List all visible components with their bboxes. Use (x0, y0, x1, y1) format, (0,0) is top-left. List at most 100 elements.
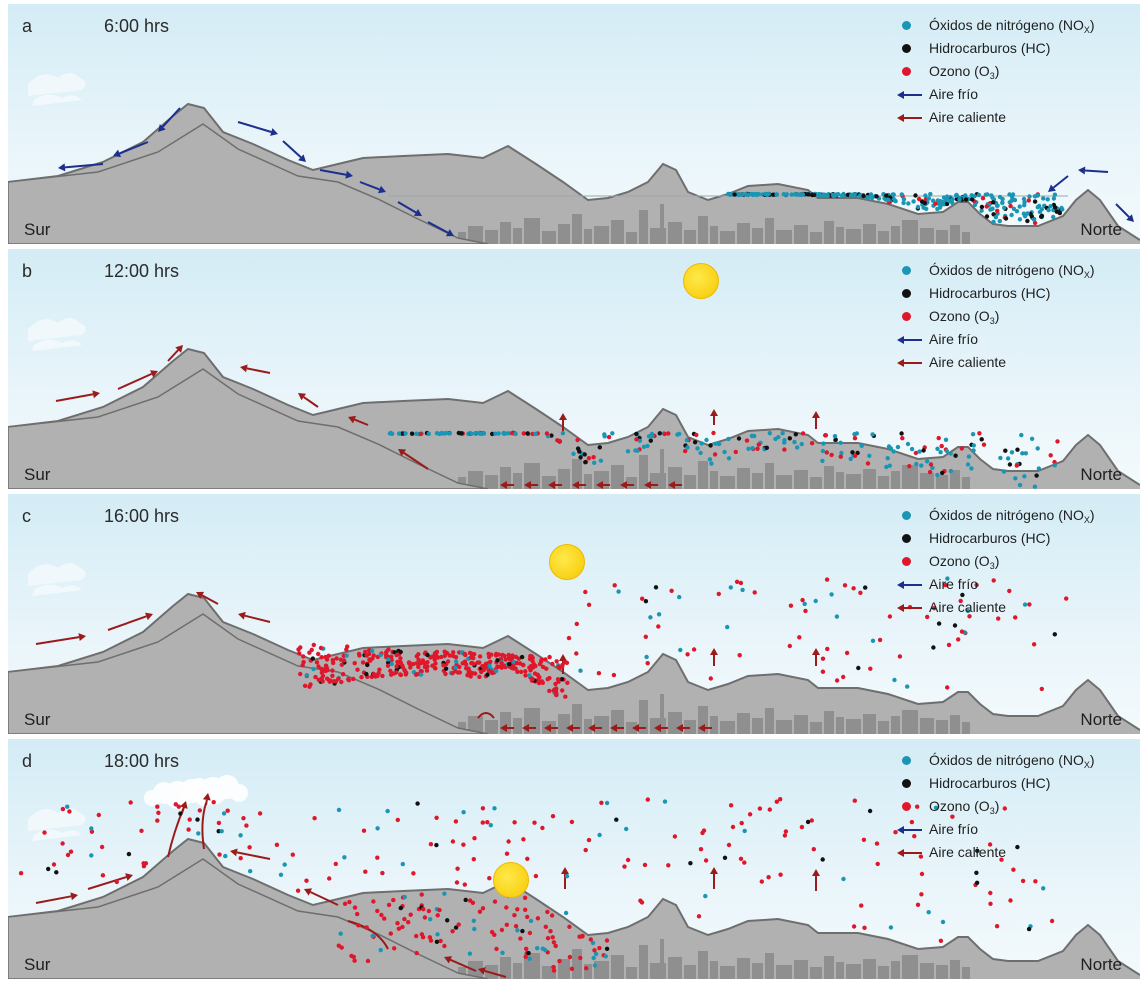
airflow-arrow-head (710, 867, 718, 874)
pollutant-dot (424, 668, 430, 673)
airflow-arrow-head (620, 481, 627, 489)
pollutant-dot (885, 456, 890, 461)
pollutant-dot (1002, 806, 1007, 811)
pollutant-dot (444, 430, 449, 436)
pollutant-dot (852, 798, 857, 803)
pollutant-dot (428, 842, 434, 847)
pollutant-dot (976, 192, 982, 198)
sun-icon (683, 263, 719, 299)
legend-label: Aire frío (929, 576, 979, 592)
pollutant-dot (414, 950, 419, 956)
airflow-curve (347, 920, 389, 950)
pollutant-dot (438, 938, 443, 944)
pollutant-dot (937, 205, 943, 210)
ghost-clouds-icon (28, 73, 86, 106)
pollutant-dot (467, 669, 473, 675)
pollutant-dot (528, 918, 534, 924)
city-building (626, 232, 637, 244)
pollutant-dot (838, 440, 843, 445)
pollutant-dot (698, 847, 704, 852)
pollutant-dot (919, 463, 924, 468)
pollutant-dot (645, 797, 650, 802)
pollutant-dot (988, 901, 993, 906)
pollutant-dot (1049, 918, 1055, 924)
pollutant-dot (583, 589, 588, 595)
city-building (468, 471, 483, 489)
pollutant-dot (298, 671, 303, 677)
pollutant-dot (318, 645, 324, 651)
city-building (572, 214, 582, 244)
pollutant-dot (471, 661, 476, 667)
pollutant-dot (640, 596, 645, 601)
pollutant-dot (855, 450, 860, 456)
cloud-shape (28, 563, 86, 586)
cloud-shape (28, 808, 86, 831)
airflow-arrow-line (397, 201, 417, 214)
pollutant-dot (958, 598, 963, 604)
pollutant-dot (489, 929, 495, 935)
legend-paren: ) (994, 63, 1000, 79)
pollutant-dot (327, 876, 332, 881)
pollutant-dot (696, 914, 702, 919)
pollutant-dot (1031, 217, 1037, 222)
pollutant-dot (926, 196, 932, 201)
pollutant-dot (100, 873, 106, 878)
scene-layer (8, 563, 1140, 734)
city-building (684, 475, 696, 489)
pollutant-dot (339, 662, 344, 667)
airflow-arrow-head (561, 867, 569, 874)
pollutant-dot (248, 869, 253, 874)
airflow-arrow-head (572, 481, 579, 489)
pollutant-dot (675, 432, 680, 437)
pollutant-dot (363, 869, 368, 874)
airflow-arrow-head (158, 124, 166, 132)
pollutant-dot (751, 192, 756, 198)
pollutant-dot (521, 837, 526, 842)
pollutant-dot (311, 642, 316, 648)
pollutant-dot (462, 882, 467, 887)
city-building (863, 959, 876, 979)
pollutant-dot (824, 450, 829, 455)
pollutant-dot (726, 456, 732, 461)
pollutant-dot (1029, 436, 1035, 441)
pollutant-dot (433, 652, 438, 658)
pollutant-dot (905, 441, 911, 447)
pollutant-dot (156, 810, 161, 815)
pollutant-dot (695, 446, 700, 451)
pollutant-dot (578, 955, 583, 961)
pollutant-dot (535, 916, 541, 921)
pollutant-dot (684, 438, 690, 443)
city-building (684, 230, 696, 244)
tower (660, 449, 664, 489)
scene-layer (8, 73, 1140, 244)
pollutant-dot (604, 946, 610, 951)
city-building (720, 721, 735, 734)
pollutant-dot (699, 441, 704, 446)
pollutant-dot (738, 856, 744, 861)
city-building (513, 718, 522, 734)
city-building (765, 218, 774, 244)
city-building (626, 477, 637, 489)
legend-cold-air: Aire frío (896, 818, 1095, 841)
pollutant-dot (454, 880, 460, 885)
city-building (500, 712, 511, 734)
pollutant-dot (547, 654, 552, 660)
pollutant-dot (588, 937, 593, 942)
pollutant-dot (523, 673, 528, 678)
pollutant-dot (980, 196, 986, 201)
pollutant-dot (1017, 204, 1022, 209)
pollutant-dot (959, 629, 965, 634)
city-building (513, 963, 522, 979)
hc-dot-icon (902, 534, 911, 543)
airflow-arrow-head (298, 154, 306, 162)
pollutant-dot (560, 431, 566, 436)
city-building (936, 475, 948, 489)
pollutant-dot (1014, 463, 1019, 468)
pollutant-dot (527, 956, 532, 961)
pollutant-dot (543, 657, 548, 662)
pollutant-dot (792, 439, 797, 445)
pollutant-dot (646, 434, 652, 439)
pollutant-dot (1051, 214, 1056, 220)
pollutant-dot (419, 892, 424, 897)
airflow-arrow-head (345, 170, 353, 179)
